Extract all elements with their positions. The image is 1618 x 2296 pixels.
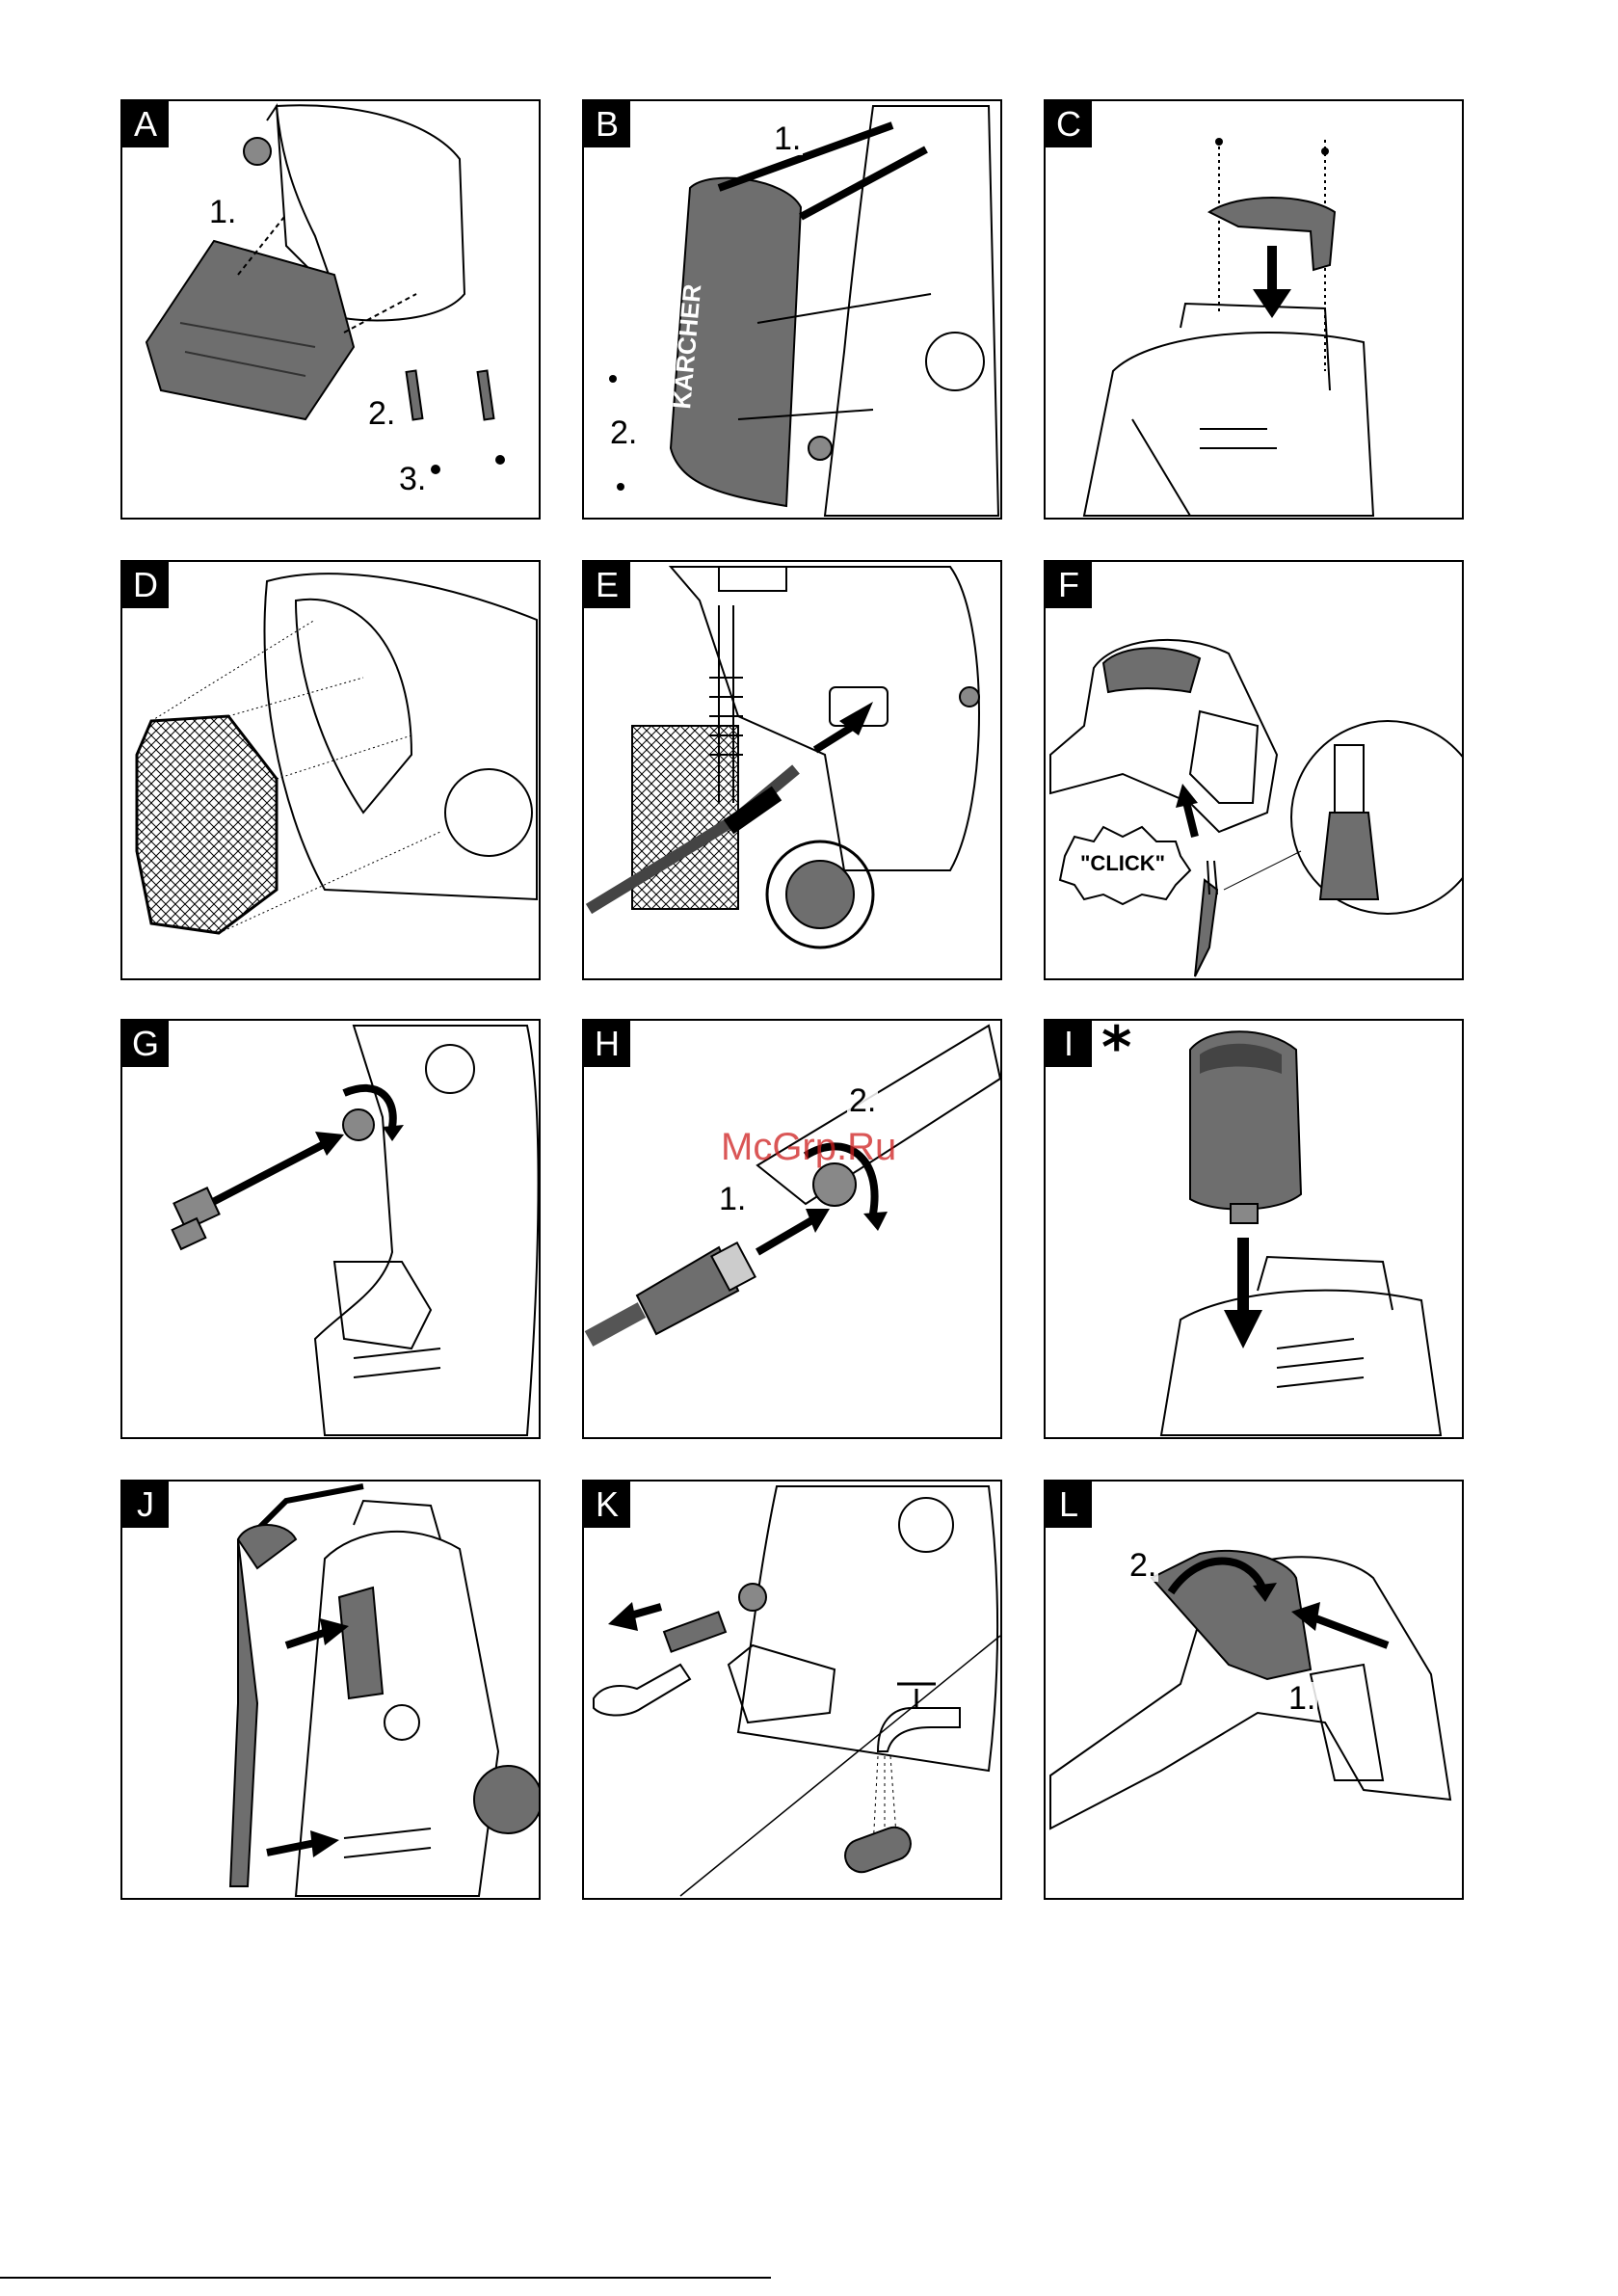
panel-letter-c: C	[1046, 101, 1092, 147]
panel-letter-e: E	[584, 562, 630, 608]
panel-f: F "CLICK"	[1044, 560, 1464, 980]
illustration-inlet-coupling	[122, 1021, 539, 1437]
panel-l: L 1. 2.	[1044, 1480, 1464, 1900]
illustration-tray-mounting	[122, 101, 539, 518]
illustration-cover-mounting: KÄRCHER	[584, 101, 1000, 518]
illustration-hose-connection	[584, 562, 1000, 978]
panel-g: G	[120, 1019, 541, 1439]
panel-letter-d: D	[122, 562, 169, 608]
illustration-detergent-bottle	[1046, 1021, 1462, 1437]
panel-c: C	[1044, 99, 1464, 520]
step-2-label: 2.	[847, 1084, 878, 1117]
step-2-label: 2.	[366, 397, 397, 430]
panel-e: E	[582, 560, 1002, 980]
illustration-gun-click	[1046, 562, 1462, 978]
panel-letter-j: J	[122, 1482, 169, 1528]
step-2-label: 2.	[608, 416, 639, 449]
panel-j: J	[120, 1480, 541, 1900]
watermark-text: McGrp.Ru	[721, 1126, 896, 1169]
panel-a: A 1. 2. 3.	[120, 99, 541, 520]
panel-k: K	[582, 1480, 1002, 1900]
footer-rule	[0, 2277, 771, 2279]
step-2-label: 2.	[1127, 1549, 1158, 1582]
panel-letter-g: G	[122, 1021, 169, 1067]
illustration-filter-rinse	[584, 1482, 1000, 1898]
panel-letter-k: K	[584, 1482, 630, 1528]
optional-accessory-asterisk: *	[1101, 1019, 1131, 1077]
panel-d: D	[120, 560, 541, 980]
step-1-label: 1.	[772, 122, 803, 155]
illustration-accessory-storage	[122, 1482, 539, 1898]
panel-letter-h: H	[584, 1021, 630, 1067]
step-3-label: 3.	[397, 463, 428, 495]
panel-h: H 1. 2.	[582, 1019, 1002, 1439]
step-1-label: 1.	[717, 1183, 748, 1215]
illustration-handle-mounting	[1046, 101, 1462, 518]
panel-i: I *	[1044, 1019, 1464, 1439]
click-label: "CLICK"	[1080, 851, 1165, 876]
illustration-filter-screen	[122, 562, 539, 978]
illustration-supply-hose	[584, 1021, 1000, 1437]
panel-letter-b: B	[584, 101, 630, 147]
step-1-label: 1.	[1286, 1682, 1317, 1715]
illustration-trigger-lock	[1046, 1482, 1462, 1898]
panel-letter-a: A	[122, 101, 169, 147]
panel-letter-i: I	[1046, 1021, 1092, 1067]
panel-letter-l: L	[1046, 1482, 1092, 1528]
step-1-label: 1.	[207, 196, 238, 228]
panel-b: KÄRCHER B 1. 2.	[582, 99, 1002, 520]
panel-letter-f: F	[1046, 562, 1092, 608]
